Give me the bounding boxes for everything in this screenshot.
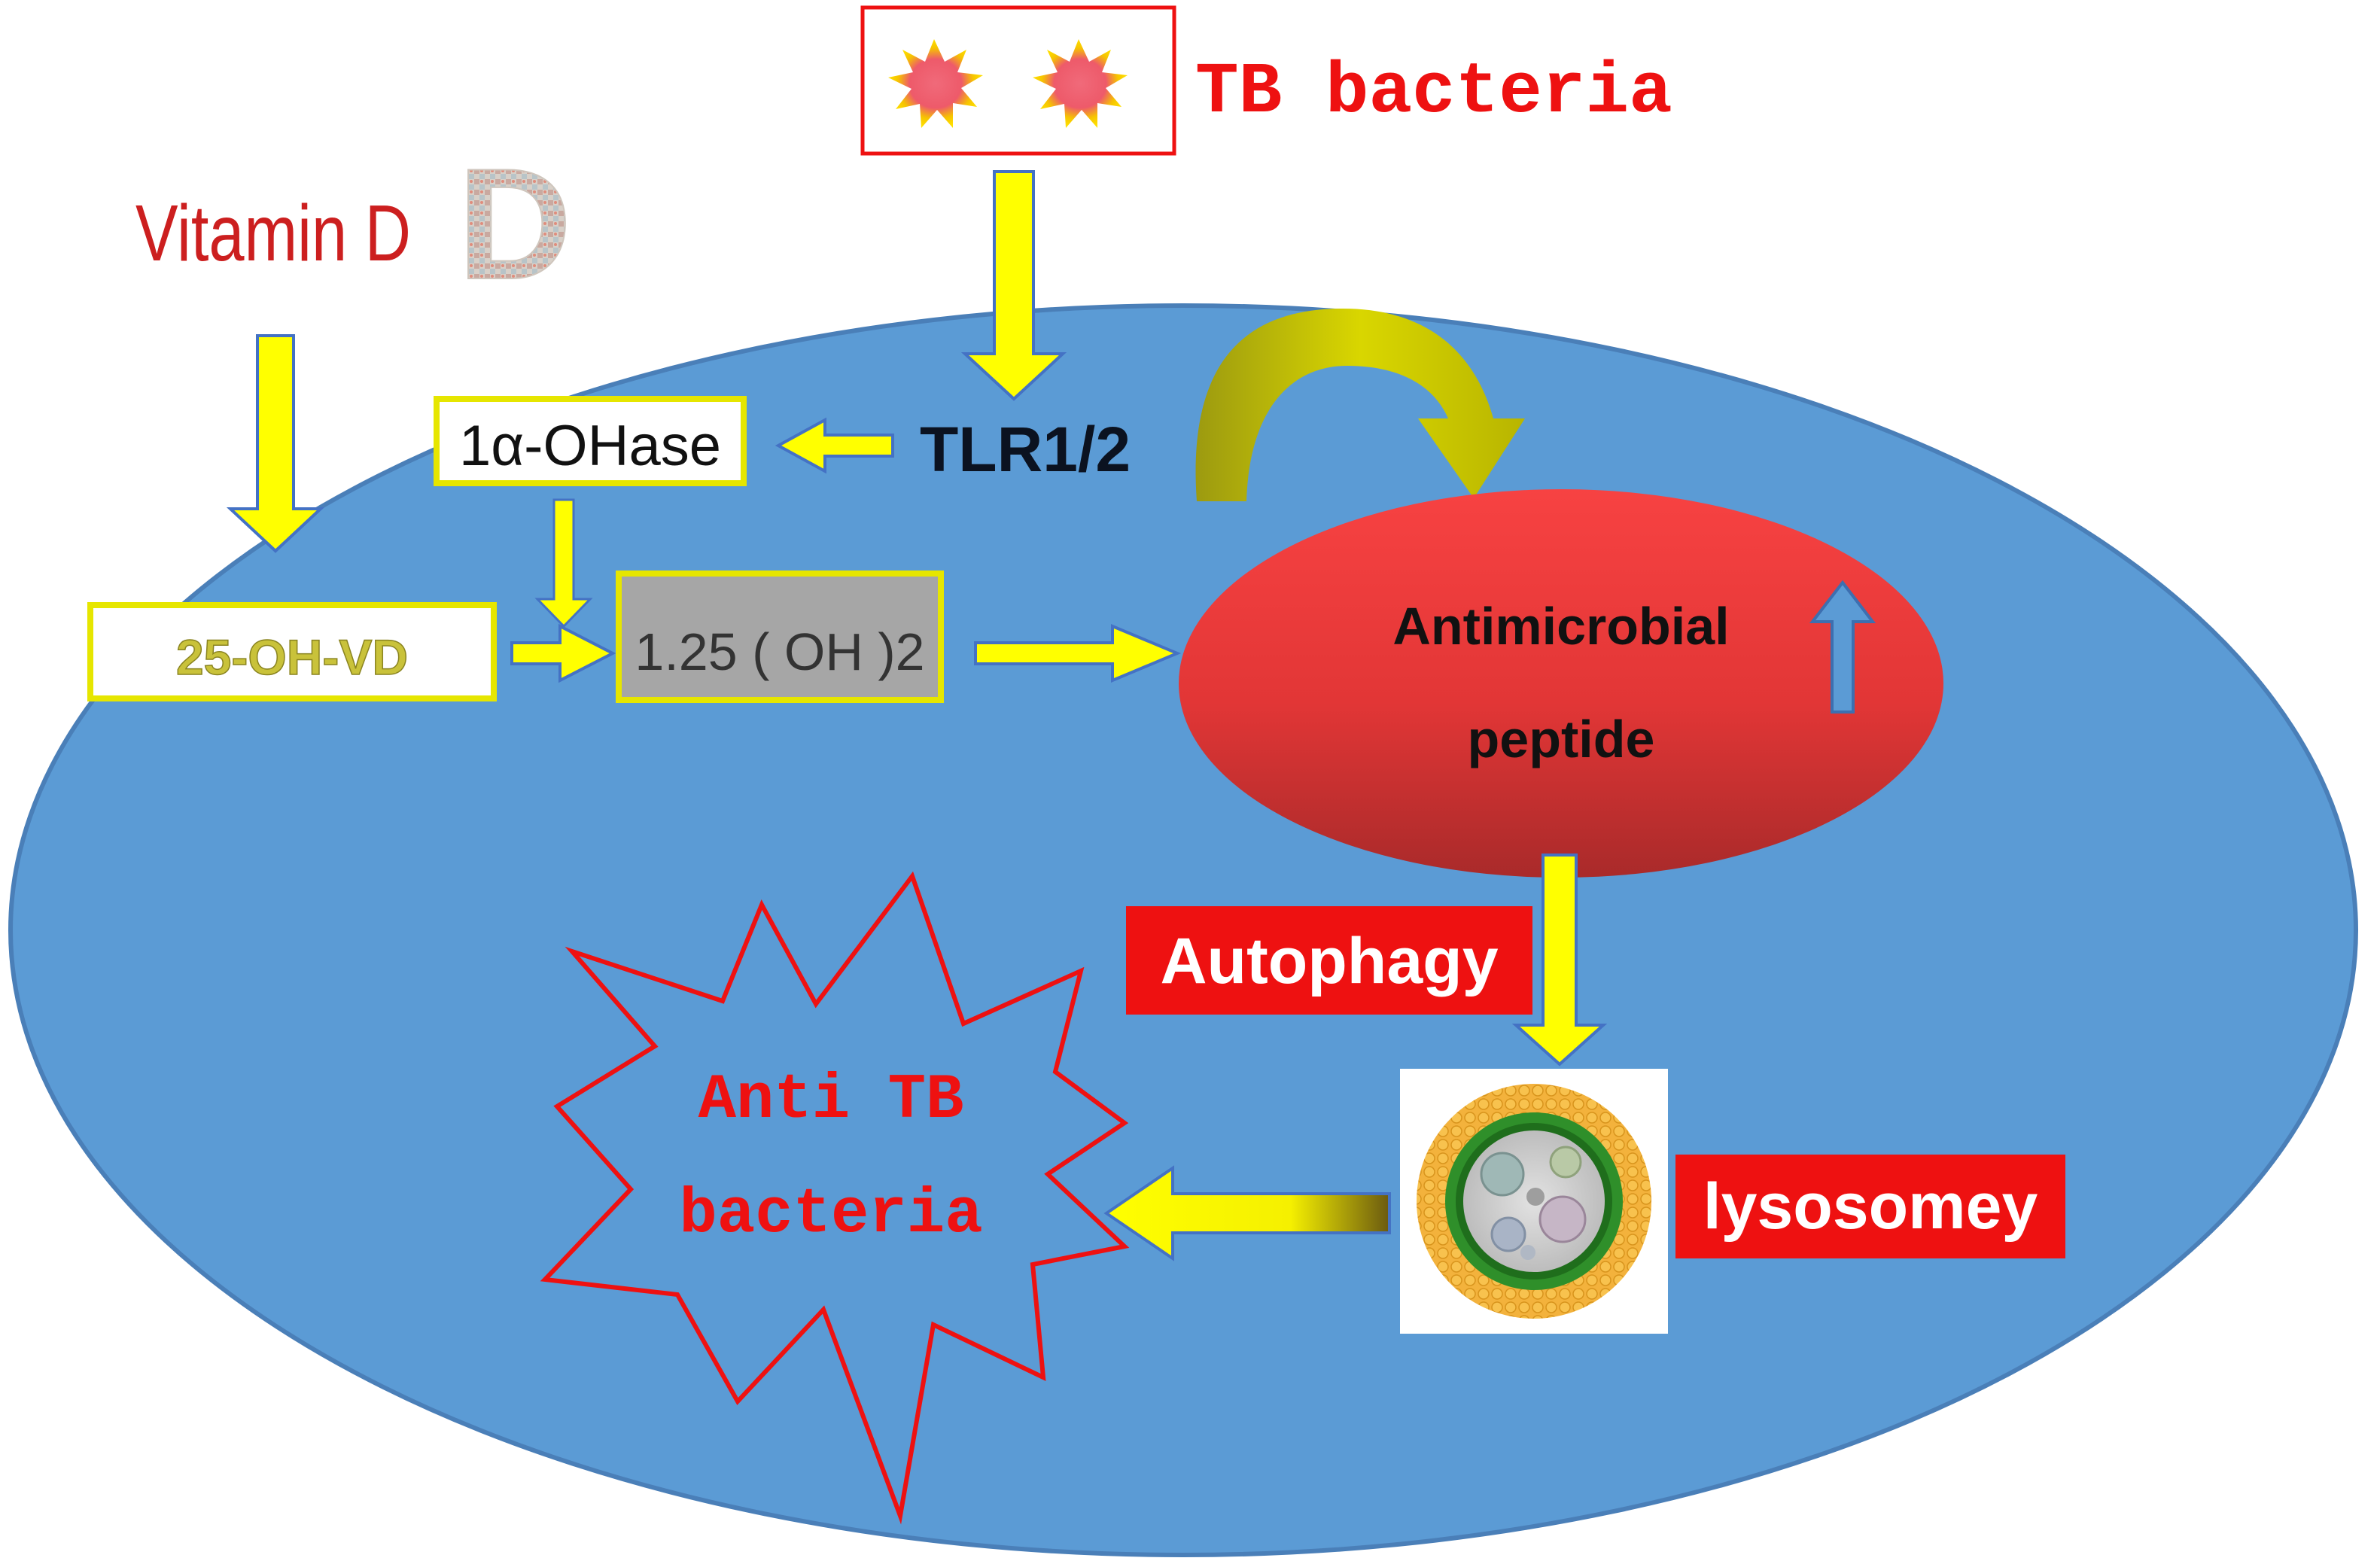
vitd-to-25ohvd-arrow bbox=[226, 334, 325, 553]
lysosome-label: lysosomey bbox=[1703, 1170, 2038, 1243]
tlr-to-ohase-arrow bbox=[775, 417, 894, 474]
oh2-to-peptide-arrow bbox=[974, 623, 1182, 683]
tb-bacteria-label: TB bacteria bbox=[1195, 51, 1672, 133]
ohase-box bbox=[434, 396, 747, 486]
vitamin-d-glyph: D bbox=[458, 135, 572, 312]
burst-icon bbox=[888, 39, 983, 128]
vd25-box bbox=[87, 602, 497, 701]
tlr-to-peptide-curve-arrow bbox=[1195, 309, 1525, 501]
tlr-label: TLR1/2 bbox=[920, 414, 1131, 485]
anti-tb-burst bbox=[540, 871, 1130, 1525]
peptide-label-line1: Antimicrobial bbox=[1392, 597, 1729, 656]
lysosome-badge bbox=[1675, 1155, 2065, 1258]
vitamin-d-label: Vitamin D bbox=[135, 189, 411, 278]
up-arrow-icon bbox=[1809, 580, 1876, 714]
tb-to-tlr-arrow bbox=[960, 170, 1067, 401]
vesicle-icon bbox=[1417, 1084, 1651, 1319]
anti-tb-label-line1: Anti TB bbox=[698, 1065, 964, 1137]
peptide-label-line2: peptide bbox=[1468, 710, 1655, 768]
vd25-label: 25-OH-VD bbox=[176, 629, 408, 685]
oh2-box bbox=[616, 571, 944, 703]
antimicrobial-peptide-node bbox=[1179, 489, 1943, 878]
burst-icon bbox=[1033, 39, 1128, 128]
anti-tb-label-line2: bacteria bbox=[679, 1179, 982, 1251]
ohase-label: 1α-OHase bbox=[459, 414, 721, 478]
lysosome-to-anti-tb-arrow bbox=[1103, 1165, 1391, 1261]
autophagy-label: Autophagy bbox=[1160, 925, 1498, 997]
autophagy-badge bbox=[1126, 906, 1532, 1015]
peptide-to-lysosome-arrow bbox=[1511, 854, 1608, 1067]
ohase-to-oh2-arrow bbox=[534, 498, 593, 628]
oh2-label: 1.25 ( OH )2 bbox=[635, 622, 924, 681]
vd25-to-oh2-arrow bbox=[510, 623, 616, 683]
